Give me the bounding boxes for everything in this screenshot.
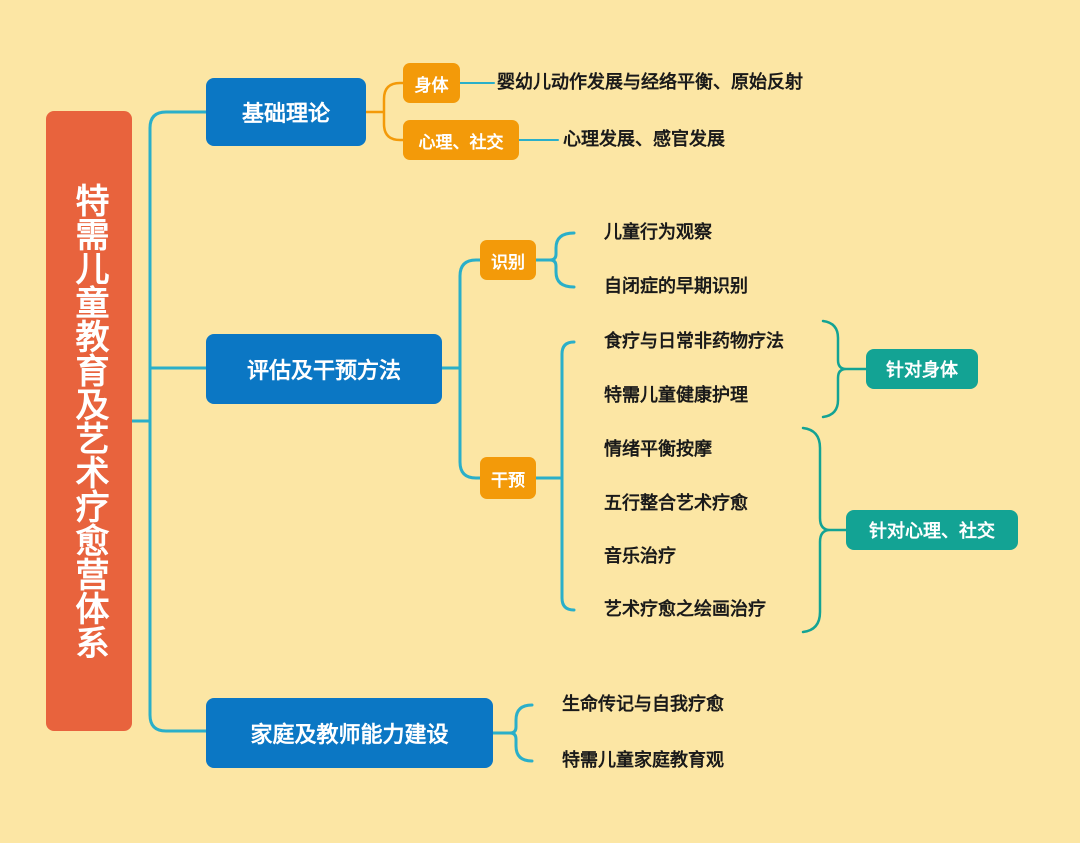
leaf-identify-1: 儿童行为观察 xyxy=(604,222,712,243)
leaf-intervene-1: 食疗与日常非药物疗法 xyxy=(604,331,784,352)
sub-psych-social: 心理、社交 xyxy=(403,120,519,160)
tag-body: 针对身体 xyxy=(866,349,978,389)
leaf-family-2: 特需儿童家庭教育观 xyxy=(562,750,724,771)
sub-intervene: 干预 xyxy=(480,457,536,499)
leaf-intervene-5: 音乐治疗 xyxy=(604,546,676,567)
bracket-tag-body xyxy=(821,319,868,419)
branch-family: 家庭及教师能力建设 xyxy=(206,698,493,768)
leaf-psych-social: 心理发展、感官发展 xyxy=(563,129,725,150)
leaf-family-1: 生命传记与自我疗愈 xyxy=(562,694,724,715)
sub-body: 身体 xyxy=(403,63,460,103)
leaf-intervene-3: 情绪平衡按摩 xyxy=(604,439,712,460)
bracket-intervene xyxy=(534,340,576,612)
leaf-body: 婴幼儿动作发展与经络平衡、原始反射 xyxy=(497,72,803,93)
leaf-identify-2: 自闭症的早期识别 xyxy=(604,276,748,297)
root-title: 特需儿童教育及艺术疗愈营体系 xyxy=(46,111,132,731)
branch-theory: 基础理论 xyxy=(206,78,366,146)
connector-root-trunk xyxy=(148,110,208,733)
connector-theory xyxy=(364,81,405,142)
branch-assessment: 评估及干预方法 xyxy=(206,334,442,404)
bracket-identify xyxy=(534,231,576,289)
bracket-family xyxy=(491,703,534,763)
leaf-intervene-6: 艺术疗愈之绘画治疗 xyxy=(604,599,766,620)
leaf-intervene-4: 五行整合艺术疗愈 xyxy=(604,493,748,514)
tag-psych-social: 针对心理、社交 xyxy=(846,510,1018,550)
connector-assessment xyxy=(440,258,482,480)
leaf-intervene-2: 特需儿童健康护理 xyxy=(604,385,748,406)
sub-identify: 识别 xyxy=(480,240,536,280)
bracket-tag-psych xyxy=(801,426,848,634)
